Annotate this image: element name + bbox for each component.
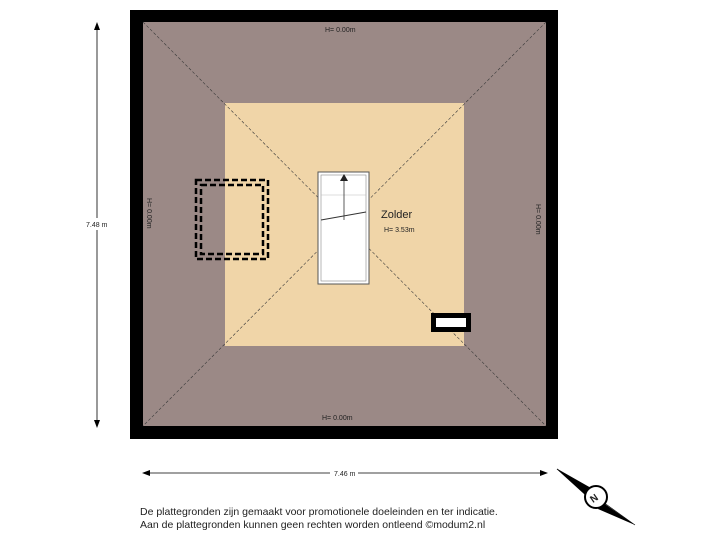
- stair-arrow-icon: [340, 174, 348, 181]
- roof-hatch: [194, 178, 270, 261]
- roof-height-bottom: H= 0.00m: [322, 415, 353, 422]
- roof-height-top: H= 0.00m: [325, 27, 356, 34]
- depth-label-bg: [84, 218, 108, 230]
- staircase: [317, 171, 370, 285]
- disclaimer-line-2: Aan de plattegronden kunnen geen rechten…: [140, 519, 486, 531]
- disclaimer-line-1: De plattegronden zijn gemaakt voor promo…: [140, 506, 498, 518]
- room-height: H= 3.53m: [384, 227, 415, 234]
- chimney-vent-opening: [436, 318, 466, 327]
- roof-hatch-inner: [199, 183, 265, 256]
- disclaimer: De plattegronden zijn gemaakt voor promo…: [140, 506, 498, 532]
- width-dimension: 7.46 m: [334, 471, 356, 478]
- depth-dimension: 7.48 m: [86, 222, 108, 229]
- room-name: Zolder: [381, 209, 413, 221]
- roof-height-left: H= 0.00m: [145, 198, 152, 229]
- compass-icon: N: [556, 468, 636, 526]
- width-label-bg: [330, 467, 358, 479]
- roof-height-right: H= 0.00m: [534, 204, 541, 235]
